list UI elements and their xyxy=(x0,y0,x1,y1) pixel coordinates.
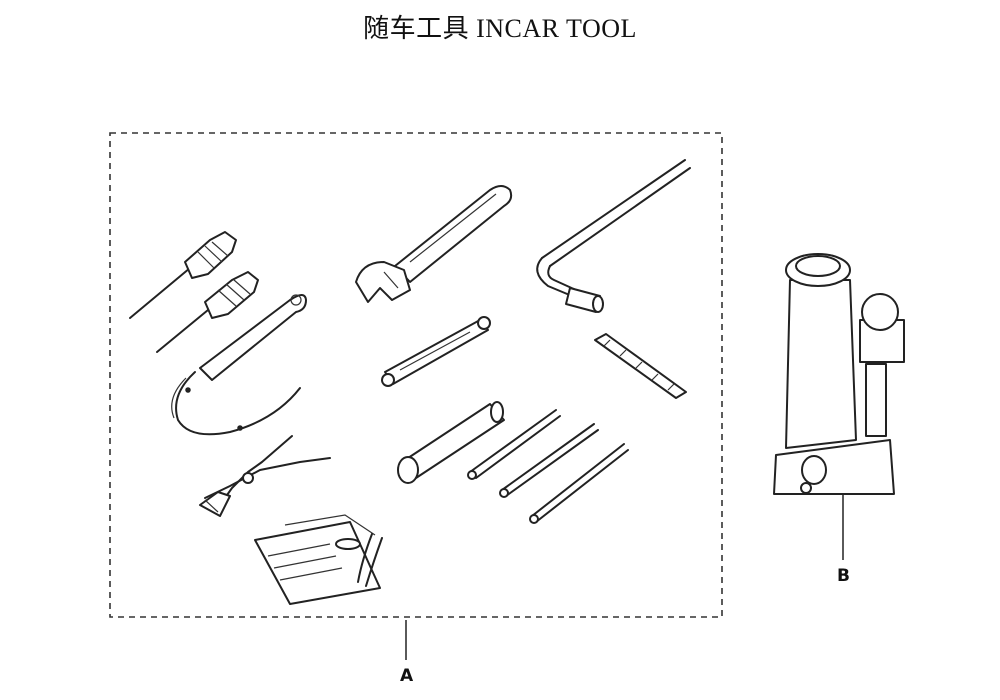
kit-a-boundary xyxy=(109,132,723,618)
feeler-gauge xyxy=(594,333,687,399)
callout-a: A xyxy=(400,666,414,686)
adjustable-wrench xyxy=(355,185,513,303)
callout-b: B xyxy=(837,566,850,586)
phillips-screwdriver xyxy=(156,271,259,353)
plug-spanner xyxy=(397,401,505,484)
extension-bar-1 xyxy=(467,409,561,480)
pliers xyxy=(199,435,331,517)
l-socket-wrench xyxy=(536,159,691,313)
box-wrench xyxy=(381,316,491,387)
extension-bar-3 xyxy=(529,443,629,524)
extension-bar-2 xyxy=(499,423,599,498)
diagram-title: 随车工具 INCAR TOOL xyxy=(363,14,637,43)
bottle-jack xyxy=(773,253,905,495)
flat-screwdriver xyxy=(129,231,237,319)
hook-spanner xyxy=(171,294,307,436)
tool-pouch xyxy=(254,514,383,605)
